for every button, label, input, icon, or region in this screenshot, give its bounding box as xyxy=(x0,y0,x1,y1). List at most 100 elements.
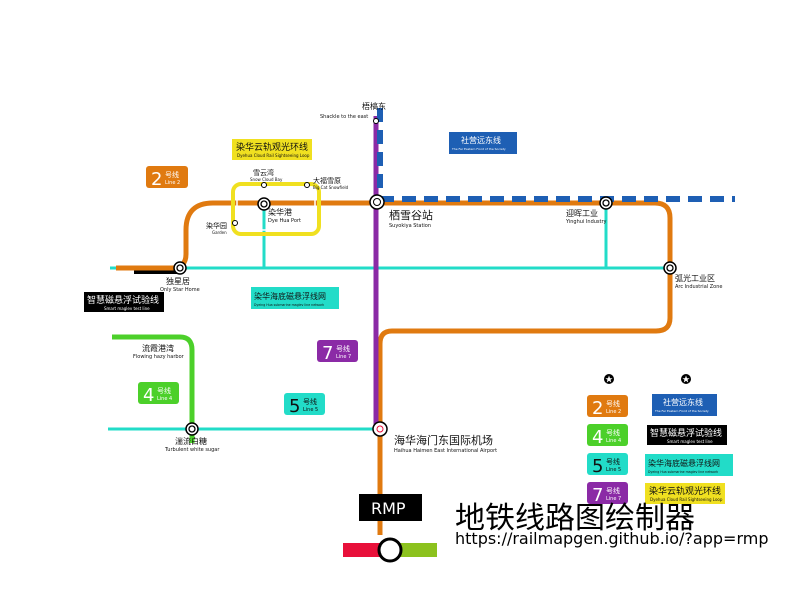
legend-line4: 4 号线 Line 4 xyxy=(587,424,628,448)
station-dafu-dot[interactable] xyxy=(304,182,310,188)
svg-text:4: 4 xyxy=(592,427,603,448)
station-yongliu-label: 湍流白糖 xyxy=(175,436,207,446)
svg-text:Dyehua Cloud Rail Sightseeing: Dyehua Cloud Rail Sightseeing Loop xyxy=(650,497,723,502)
station-ranhuayuan-label: 染华园 xyxy=(206,221,227,230)
station-xueyunwan-label-en: Snow Cloud Bay xyxy=(250,177,283,182)
svg-text:染华云轨观光环线: 染华云轨观光环线 xyxy=(649,485,721,497)
svg-text:Line 2: Line 2 xyxy=(165,180,180,186)
station-suxuegu-label: 栖雪谷站 xyxy=(389,208,433,222)
svg-text:号线: 号线 xyxy=(606,486,620,495)
station-xingchen-icon[interactable] xyxy=(173,261,187,275)
legend-cloud: 染华云轨观光环线 Dyehua Cloud Rail Sightseeing L… xyxy=(645,483,725,504)
svg-text:The Far Eastern Front of the S: The Far Eastern Front of the Society xyxy=(654,409,709,413)
svg-text:Dyeing Hua submarine maglev li: Dyeing Hua submarine maglev line network xyxy=(254,303,324,307)
svg-text:RMP: RMP xyxy=(371,499,406,518)
svg-text:号线: 号线 xyxy=(336,344,350,353)
svg-text:7: 7 xyxy=(322,343,333,364)
station-liuxia-label: 流霞港湾 xyxy=(142,343,174,353)
svg-text:号线: 号线 xyxy=(606,457,620,466)
svg-text:Smart maglev test line: Smart maglev test line xyxy=(667,439,713,444)
svg-text:染华海底磁悬浮线网: 染华海底磁悬浮线网 xyxy=(254,291,326,301)
station-yinghui-label: 迎晖工业 xyxy=(566,208,598,218)
station-ranhuayuan-dot[interactable] xyxy=(232,220,238,226)
station-xingchen-label-en: Only Star Home xyxy=(160,287,200,293)
badge-maglev: 智慧磁悬浮试验线 Smart maglev test line xyxy=(84,292,164,312)
svg-text:Line 4: Line 4 xyxy=(606,438,621,444)
svg-text:号线: 号线 xyxy=(157,386,171,395)
badge-cloud: 染华云轨观光环线 Dyehua Cloud Rail Sightseeing L… xyxy=(232,139,312,160)
svg-text:2: 2 xyxy=(592,398,603,419)
svg-text:号线: 号线 xyxy=(606,428,620,437)
station-ranhuayuan-label-en: Garden xyxy=(212,230,227,235)
svg-text:5: 5 xyxy=(289,396,300,417)
footer-url[interactable]: https://railmapgen.github.io/?app=rmp xyxy=(455,529,768,548)
station-airport-label-en: Haihua Haimen East International Airport xyxy=(394,448,497,454)
station-xueyunwan-label: 雪云湾 xyxy=(253,168,274,177)
station-huguang-label: 弧光工业区 xyxy=(675,273,715,283)
svg-text:Line 5: Line 5 xyxy=(303,407,318,413)
legend-shuttle: 社营远东线 The Far Eastern Front of the Socie… xyxy=(652,394,717,416)
badge-line5: 5 号线 Line 5 xyxy=(284,393,325,417)
badge-line7: 7 号线 Line 7 xyxy=(317,340,358,364)
station-huguang-icon[interactable] xyxy=(663,261,677,275)
station-yinghui-label-en: Yinghui Industry xyxy=(565,219,607,225)
station-suxuegu-label-en: Suyokiya Station xyxy=(389,223,431,229)
svg-text:Line 2: Line 2 xyxy=(606,409,621,415)
legend-star-icon xyxy=(604,374,614,384)
cloud-rail-loop-inner xyxy=(236,187,316,231)
svg-text:染华海底磁悬浮线网: 染华海底磁悬浮线网 xyxy=(648,458,720,468)
station-airport-label: 海华海门东国际机场 xyxy=(394,433,493,447)
station-ranhuagang-label: 染华港 xyxy=(268,207,292,217)
badge-line4: 4 号线 Line 4 xyxy=(138,382,179,406)
badge-submarine: 染华海底磁悬浮线网 Dyeing Hua submarine maglev li… xyxy=(251,287,339,309)
legend-maglev: 智慧磁悬浮试验线 Smart maglev test line xyxy=(647,425,727,445)
badge-shuttle: 社营远东线 The Far Eastern Front of the Socie… xyxy=(449,132,517,154)
station-qiaoqiao-label: 梧槁东 xyxy=(362,101,386,111)
svg-text:Line 5: Line 5 xyxy=(606,467,621,473)
station-dafu-label-en: Big Cat Snowfield xyxy=(313,185,349,190)
legend: 2 号线 Line 2 社营远东线 The Far Eastern Front … xyxy=(587,374,733,506)
station-airport-icon[interactable] xyxy=(372,421,388,437)
station-rmp-icon[interactable] xyxy=(377,537,403,563)
cloud-rail-loop xyxy=(231,182,321,236)
legend-submarine: 染华海底磁悬浮线网 Dyeing Hua submarine maglev li… xyxy=(645,454,733,476)
station-dafu-label: 大福雪原 xyxy=(313,176,341,185)
line4-path xyxy=(112,334,195,443)
legend-line2: 2 号线 Line 2 xyxy=(587,395,628,419)
station-yinghui-icon[interactable] xyxy=(599,196,613,210)
svg-text:号线: 号线 xyxy=(606,399,620,408)
svg-text:号线: 号线 xyxy=(303,397,317,406)
station-ranhuagang-icon[interactable] xyxy=(257,197,271,211)
svg-text:4: 4 xyxy=(143,385,154,406)
station-yongliu-icon[interactable] xyxy=(185,422,199,436)
footer-title: 地铁线路图绘制器 xyxy=(455,501,695,536)
station-xingchen-label: 独星居 xyxy=(166,276,190,286)
svg-text:5: 5 xyxy=(592,456,603,477)
svg-text:Dyeing Hua submarine maglev li: Dyeing Hua submarine maglev line network xyxy=(648,470,718,474)
legend-line7: 7 号线 Line 7 xyxy=(587,482,628,506)
svg-text:智慧磁悬浮试验线: 智慧磁悬浮试验线 xyxy=(87,294,159,306)
station-xueyunwan-dot[interactable] xyxy=(261,182,267,188)
svg-text:2: 2 xyxy=(151,169,162,190)
legend-star-icon xyxy=(681,374,691,384)
line2-path xyxy=(116,200,673,535)
svg-text:Smart maglev test line: Smart maglev test line xyxy=(104,306,150,311)
svg-text:号线: 号线 xyxy=(165,170,179,179)
svg-text:Dyehua Cloud Rail Sightseeing: Dyehua Cloud Rail Sightseeing Loop xyxy=(237,153,310,158)
svg-text:7: 7 xyxy=(592,485,603,506)
station-suxuegu-icon[interactable] xyxy=(369,194,385,210)
station-ranhuagang-label-en: Dye Hua Port xyxy=(268,218,301,224)
svg-text:智慧磁悬浮试验线: 智慧磁悬浮试验线 xyxy=(650,427,722,439)
station-yongliu-label-en: Turbulent white sugar xyxy=(164,447,220,453)
rmp-badge[interactable]: RMP xyxy=(359,494,422,521)
legend-line5: 5 号线 Line 5 xyxy=(587,453,628,477)
svg-text:Line 7: Line 7 xyxy=(606,496,621,502)
station-qiaoqiao-label-en: Shackle to the east xyxy=(320,114,368,120)
svg-text:The Far Eastern Front of the S: The Far Eastern Front of the Society xyxy=(451,147,506,151)
station-qiaoqiao-dot[interactable] xyxy=(373,118,379,124)
svg-text:社营远东线: 社营远东线 xyxy=(663,397,703,407)
svg-text:染华云轨观光环线: 染华云轨观光环线 xyxy=(236,141,308,153)
svg-text:Line 4: Line 4 xyxy=(157,396,172,402)
station-liuxia-label-en: Flowing hazy harbor xyxy=(133,354,185,360)
